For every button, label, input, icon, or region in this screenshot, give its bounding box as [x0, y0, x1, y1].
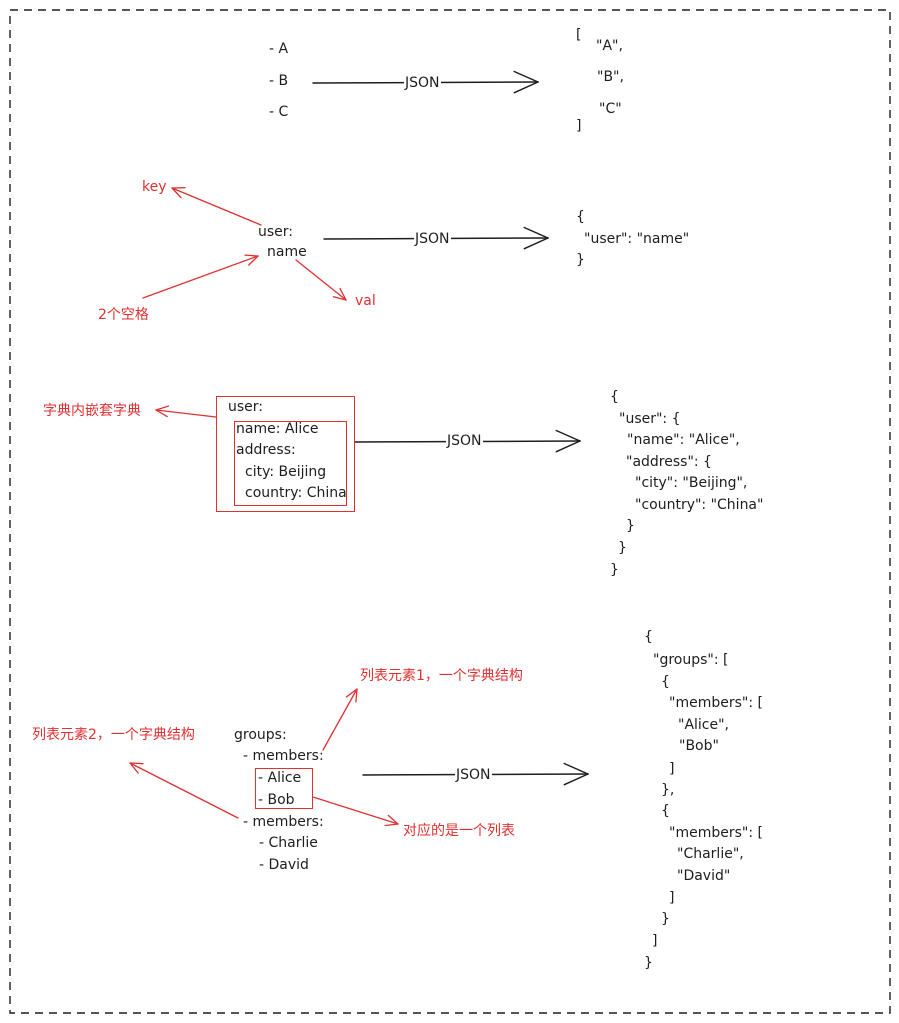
s4-note-is-list: 对应的是一个列表: [403, 823, 515, 839]
s4-json-line: }: [644, 955, 653, 971]
s1-yaml-line: - A: [269, 41, 289, 57]
s4-json-line: ]: [669, 890, 675, 906]
s2-note-val: val: [355, 293, 376, 309]
val-arrow: [295, 259, 347, 301]
s3-arrow-label: JSON: [446, 432, 483, 450]
s4-json-line: "members": [: [669, 695, 763, 711]
s2-json-line: {: [576, 209, 585, 225]
s1-json-line: "B",: [597, 69, 624, 85]
s4-yaml-line: - Alice: [258, 770, 302, 786]
s4-yaml-line: - Bob: [258, 792, 295, 808]
s3-yaml-line: country: China: [245, 485, 347, 501]
s3-json-line: "address": {: [626, 454, 712, 470]
element1-arrow: [322, 688, 358, 751]
s4-json-line: },: [661, 782, 675, 798]
s3-json-line: "country": "China": [635, 497, 764, 513]
s4-json-line: "Alice",: [678, 717, 729, 733]
s2-json-line: "user": "name": [584, 231, 690, 247]
s3-inner-dict-box: [234, 421, 347, 506]
s2-yaml-line: user:: [258, 224, 294, 240]
s4-json-line: ]: [652, 933, 658, 949]
s2-json-line: }: [576, 252, 585, 268]
s4-yaml-line: - members:: [243, 814, 324, 830]
s3-outer-dict-box: [216, 396, 355, 512]
s4-list-box: [255, 768, 313, 809]
s3-yaml-line: user:: [228, 399, 264, 415]
s1-json-line: "A",: [596, 38, 623, 54]
s3-json-line: "user": {: [619, 411, 681, 427]
s1-yaml-line: - B: [269, 73, 289, 89]
s4-json-line: "Bob": [679, 738, 719, 754]
s4-arrow-label: JSON: [455, 766, 492, 784]
s4-json-line: "David": [677, 868, 731, 884]
s1-json-line: "C": [599, 101, 622, 117]
s4-json-line: {: [661, 674, 670, 690]
s1-json-line: ]: [576, 118, 582, 134]
indent-arrow: [142, 254, 259, 299]
is-list-arrow: [312, 796, 399, 827]
s4-json-line: "members": [: [669, 825, 763, 841]
s4-note-element1: 列表元素1，一个字典结构: [360, 668, 523, 684]
s4-json-line: {: [644, 629, 653, 645]
s2-arrow-label: JSON: [414, 230, 451, 248]
s4-json-line: {: [661, 803, 670, 819]
nested-arrow: [155, 405, 217, 418]
s4-note-element2: 列表元素2，一个字典结构: [32, 727, 195, 743]
s4-yaml-line: - David: [259, 857, 309, 873]
s2-yaml-line: name: [267, 244, 307, 260]
s3-note-nested: 字典内嵌套字典: [43, 403, 141, 419]
s3-json-line: }: [610, 562, 619, 578]
s4-yaml-line: - Charlie: [259, 835, 318, 851]
s3-yaml-line: address:: [236, 442, 296, 458]
s3-json-line: {: [610, 389, 619, 405]
outer-dashed-frame: [9, 9, 891, 1014]
s4-json-line: "Charlie",: [677, 846, 744, 862]
s2-note-key: key: [142, 179, 167, 195]
s4-json-line: "groups": [: [653, 652, 729, 668]
s1-yaml-line: - C: [269, 104, 289, 120]
s1-arrow-label: JSON: [404, 74, 441, 92]
s4-json-line: }: [661, 911, 670, 927]
s3-json-line: }: [618, 540, 627, 556]
s3-yaml-line: city: Beijing: [245, 464, 327, 480]
s3-json-line: "city": "Beijing",: [635, 475, 748, 491]
s4-json-line: ]: [669, 761, 675, 777]
s3-json-line: }: [626, 518, 635, 534]
key-arrow: [171, 187, 262, 226]
s3-yaml-line: name: Alice: [236, 421, 319, 437]
s4-yaml-line: - members:: [243, 748, 324, 764]
s4-yaml-line: groups:: [234, 727, 287, 743]
s1-json-line: [: [576, 27, 582, 43]
s3-json-line: "name": "Alice",: [627, 432, 740, 448]
element2-arrow: [129, 762, 239, 819]
s2-note-indent: 2个空格: [98, 307, 149, 323]
